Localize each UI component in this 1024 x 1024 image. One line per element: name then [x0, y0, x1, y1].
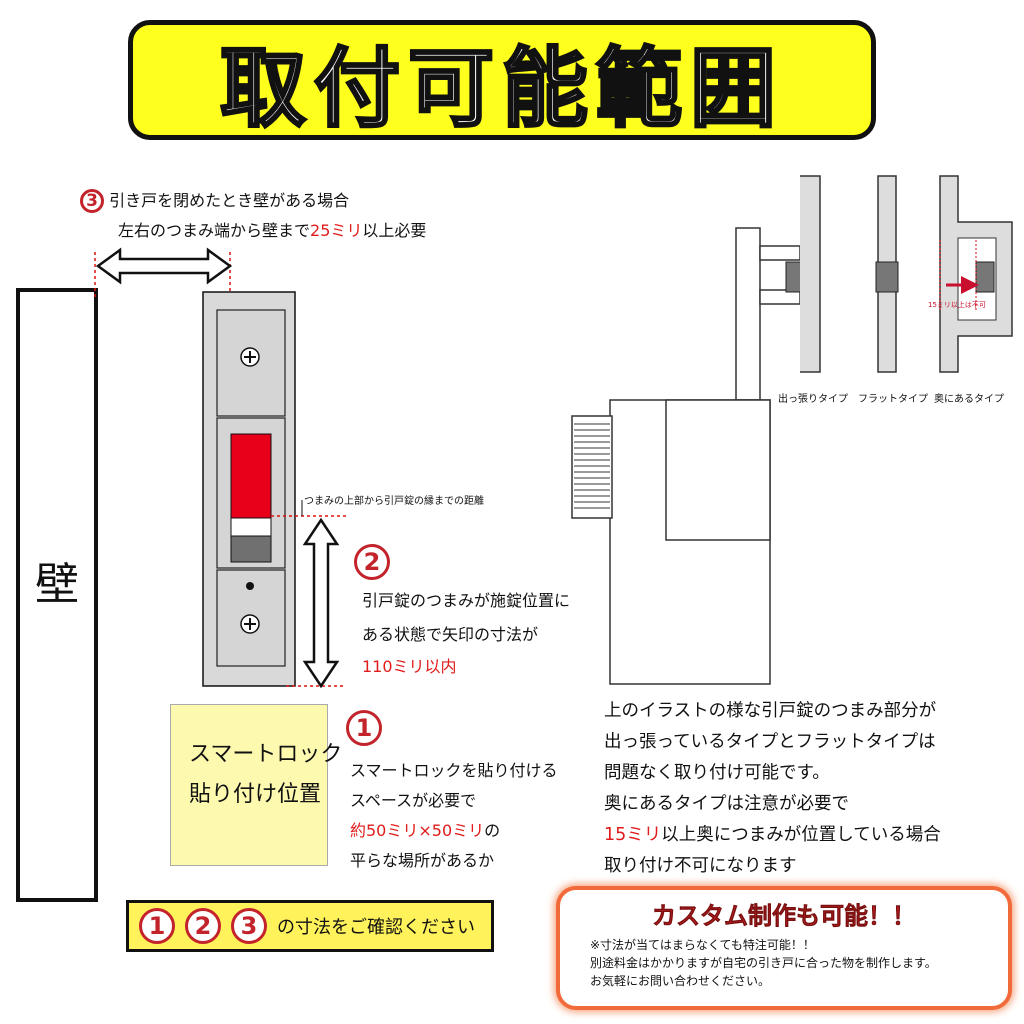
note-1-badge-wrap: 1 [346, 710, 382, 746]
paragraph-line6: 取り付け不可になります [604, 856, 797, 876]
badge-2: 2 [354, 544, 390, 580]
note-3-line2: 左右のつまみ端から壁まで25ミリ以上必要 [118, 216, 426, 246]
note-3-line2-post: 以上必要 [362, 221, 427, 240]
title-banner: 取付可能範囲 [128, 20, 876, 140]
note-3-distance: 25ミリ [310, 221, 363, 240]
note-1-line3-post: の [484, 821, 501, 840]
paragraph-line2: 出っ張っているタイプとフラットタイプは [604, 732, 936, 752]
confirm-text: の寸法をご確認ください [277, 917, 475, 938]
explanation-paragraph: 上のイラストの様な引戸錠のつまみ部分が 出っ張っているタイプとフラットタイプは … [604, 696, 941, 882]
note-2-line1: 引戸錠のつまみが施錠位置に [362, 591, 571, 610]
note-3-line2-pre: 左右のつまみ端から壁まで [118, 221, 311, 240]
paragraph-line5-post: 以上奥につまみが位置している場合 [661, 825, 941, 845]
custom-title: カスタム制作も可能！！ [652, 902, 917, 931]
position-label-line2: 貼り付け位置 [189, 782, 322, 807]
custom-line2: 別途料金はかかりますが自宅の引き戸に合った物を制作します。 [590, 956, 937, 970]
badge-3: 3 [80, 189, 104, 213]
position-label-line1: スマートロック [189, 742, 343, 767]
badge-1: 1 [346, 710, 382, 746]
confirm-badge-2: 2 [185, 908, 221, 944]
recess-note: 15ミリ以上は不可 [928, 301, 986, 309]
custom-line1: ※寸法が当てはまらなくても特注可能！！ [590, 938, 815, 952]
note-1-line2: スペースが必要で [350, 791, 477, 810]
note-2-line3: 110ミリ以内 [362, 657, 457, 676]
type-protruding-label: 出っ張りタイプ [778, 394, 848, 405]
type-flat-label: フラットタイプ [858, 394, 928, 405]
custom-lines: ※寸法が当てはまらなくても特注可能！！ 別途料金はかかりますが自宅の引き戸に合っ… [590, 936, 937, 990]
paragraph-line1: 上のイラストの様な引戸錠のつまみ部分が [604, 701, 937, 721]
page-title: 取付可能範囲 [219, 37, 784, 140]
smartlock-position-box: スマートロック 貼り付け位置 [170, 704, 342, 866]
paragraph-line4: 奥にあるタイプは注意が必要で [604, 794, 849, 814]
note-1-line4: 平らな場所があるか [350, 851, 495, 870]
note-1-line1: スマートロックを貼り付ける [350, 761, 558, 780]
wall-label: 壁 [35, 559, 79, 610]
custom-line3: お気軽にお問い合わせください。 [590, 974, 771, 988]
width-arrow [95, 247, 233, 285]
note-3: 3 引き戸を閉めたとき壁がある場合 [80, 186, 349, 216]
flat-type-illustration [875, 175, 899, 373]
lock-knob [230, 433, 272, 519]
confirm-badge-1: 1 [139, 908, 175, 944]
paragraph-line3: 問題なく取り付け可能です。 [604, 763, 830, 783]
position-label: スマートロック 貼り付け位置 [189, 735, 342, 815]
paragraph-recess-limit: 15ミリ [604, 825, 662, 845]
measure-caption: つまみの上部から引戸錠の縁までの距離 [304, 496, 484, 507]
recessed-type-illustration [939, 175, 1013, 373]
custom-order-box: カスタム制作も可能！！ ※寸法が当てはまらなくても特注可能！！ 別途料金はかかり… [556, 886, 1012, 1010]
paragraph-line5: 15ミリ以上奥につまみが位置している場合 [604, 820, 941, 851]
confirm-box: 1 2 3 の寸法をご確認ください [126, 900, 494, 952]
height-arrow [302, 517, 340, 689]
type-recessed-label: 奥にあるタイプ [934, 394, 1004, 405]
side-profile-illustration [571, 175, 821, 685]
note-1-line3: 約50ミリ×50ミリの [350, 816, 500, 846]
note-2-badge-wrap: 2 [354, 544, 390, 580]
note-2-line2: ある状態で矢印の寸法が [362, 625, 539, 644]
note-1-size: 約50ミリ×50ミリ [350, 821, 485, 840]
wall [16, 288, 98, 902]
note-3-line1: 引き戸を閉めたとき壁がある場合 [109, 191, 350, 210]
confirm-badge-3: 3 [231, 908, 267, 944]
